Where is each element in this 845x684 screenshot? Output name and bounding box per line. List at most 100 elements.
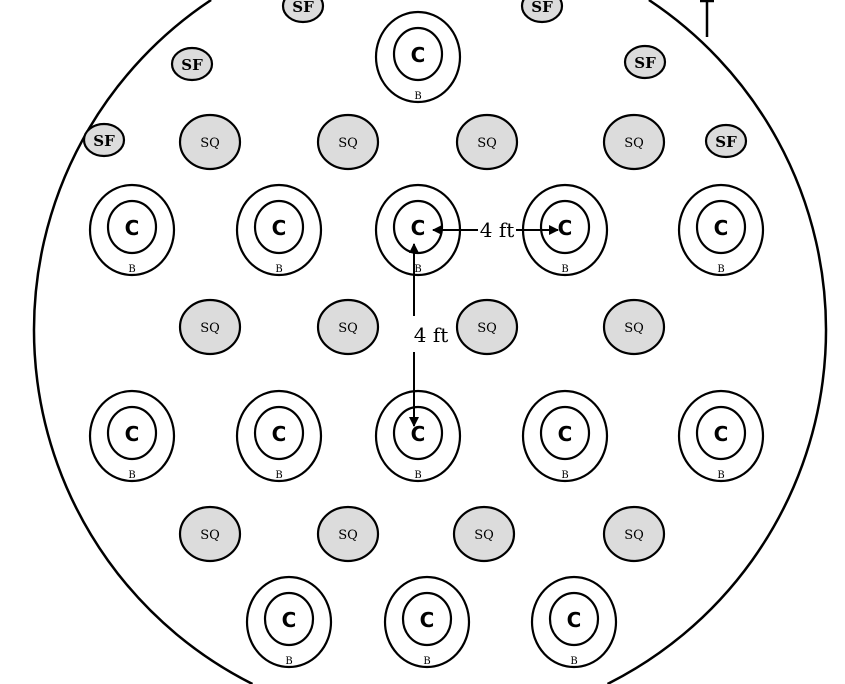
border-label: B xyxy=(561,470,568,481)
sq-plant-circle xyxy=(178,113,242,171)
sf-plant-circle xyxy=(623,44,667,80)
sq-plant: SQ xyxy=(602,505,666,563)
border-label: B xyxy=(561,264,568,275)
border-label: B xyxy=(275,470,282,481)
border-label: B xyxy=(128,470,135,481)
c-plant-label: C xyxy=(411,43,426,67)
c-plant-circle xyxy=(253,199,305,255)
c-plant-label: C xyxy=(125,422,140,446)
sf-plant-label: SF xyxy=(292,0,314,16)
sq-plant: SQ xyxy=(316,505,380,563)
sq-plant-circle xyxy=(178,505,242,563)
border-label: B xyxy=(570,656,577,667)
c-plant-circle xyxy=(539,199,591,255)
sq-plant-label: SQ xyxy=(474,528,494,543)
sq-plant: SQ xyxy=(602,113,666,171)
c-plant-with-border: CB xyxy=(235,183,323,277)
bed-boundary-circle xyxy=(32,0,828,684)
sq-plant: SQ xyxy=(455,113,519,171)
c-plant-label: C xyxy=(567,608,582,632)
sf-plant-label: SF xyxy=(634,54,656,72)
c-plant-circle xyxy=(392,405,444,461)
c-plant-with-border: CB xyxy=(374,389,462,483)
sq-plant-circle xyxy=(452,505,516,563)
c-plant-circle xyxy=(392,199,444,255)
sq-plant-label: SQ xyxy=(624,528,644,543)
c-plant-with-border: CB xyxy=(88,183,176,277)
sf-plant-label: SF xyxy=(181,56,203,74)
c-plant-label: C xyxy=(558,216,573,240)
border-label: B xyxy=(717,470,724,481)
c-plant-label: C xyxy=(558,422,573,446)
bed-boundary-right-arc xyxy=(606,0,828,684)
sq-plant-circle xyxy=(602,298,666,356)
border-label: B xyxy=(414,91,421,102)
sf-plant: SF xyxy=(170,46,214,82)
c-plant-circle xyxy=(695,199,747,255)
sq-plant-label: SQ xyxy=(477,136,497,151)
sq-plant-circle xyxy=(602,505,666,563)
sq-plant: SQ xyxy=(455,298,519,356)
sq-plant-label: SQ xyxy=(624,136,644,151)
border-label: B xyxy=(414,470,421,481)
c-plant-with-border: CB xyxy=(530,575,618,669)
c-plant-circle xyxy=(392,26,444,82)
sq-plant-circle xyxy=(178,298,242,356)
c-plant-with-border: CB xyxy=(383,575,471,669)
sq-plant-circle xyxy=(455,113,519,171)
c-plant-label: C xyxy=(714,422,729,446)
sf-plant-label: SF xyxy=(93,132,115,150)
c-plant-circle xyxy=(263,591,315,647)
sq-plant: SQ xyxy=(452,505,516,563)
sq-plant-label: SQ xyxy=(200,321,220,336)
c-plant-with-border: CB xyxy=(88,389,176,483)
sq-plant: SQ xyxy=(602,298,666,356)
border-label: B xyxy=(423,656,430,667)
c-plant-label: C xyxy=(125,216,140,240)
sq-plant-label: SQ xyxy=(477,321,497,336)
c-plant-with-border: CB xyxy=(374,183,462,277)
sf-plant-label: SF xyxy=(715,133,737,151)
c-plant-label: C xyxy=(411,422,426,446)
c-plant-label: C xyxy=(411,216,426,240)
sf-plant: SF xyxy=(281,0,325,24)
c-plant-label: C xyxy=(282,608,297,632)
sq-plant-circle xyxy=(602,113,666,171)
sq-plant-label: SQ xyxy=(200,136,220,151)
c-plant-label: C xyxy=(714,216,729,240)
c-plant-with-border: CB xyxy=(245,575,333,669)
border-label: B xyxy=(717,264,724,275)
sf-plant: SF xyxy=(520,0,564,24)
sq-plant-circle xyxy=(316,505,380,563)
c-plant-circle xyxy=(401,591,453,647)
c-plant-label: C xyxy=(272,216,287,240)
c-plant-label: C xyxy=(272,422,287,446)
sq-plant: SQ xyxy=(178,113,242,171)
border-label: B xyxy=(285,656,292,667)
sq-plant-circle xyxy=(455,298,519,356)
sq-plant-label: SQ xyxy=(200,528,220,543)
vertical-dimension-label: 4 ft xyxy=(414,323,449,347)
c-plant-circle xyxy=(106,199,158,255)
spacing-dimensions: 4 ft 4 ft xyxy=(409,218,559,427)
sf-plant-circle xyxy=(520,0,564,24)
c-plant-with-border: CB xyxy=(521,183,609,277)
border-label: B xyxy=(414,264,421,275)
c-plant-with-border: CB xyxy=(677,389,765,483)
sf-plant-circle xyxy=(82,122,126,158)
border-label: B xyxy=(128,264,135,275)
c-plant-with-border: CB xyxy=(235,389,323,483)
horizontal-dimension-label: 4 ft xyxy=(480,218,515,242)
border-label: B xyxy=(275,264,282,275)
sq-plant: SQ xyxy=(178,505,242,563)
sf-plant-label: SF xyxy=(531,0,553,16)
sf-plant: SF xyxy=(82,122,126,158)
sf-plant: SF xyxy=(704,123,748,159)
c-plant-with-border: CB xyxy=(374,10,462,104)
c-plant-circle xyxy=(253,405,305,461)
sf-plant-circle xyxy=(704,123,748,159)
c-plant-label: C xyxy=(420,608,435,632)
bed-boundary-left-arc xyxy=(32,0,254,684)
c-plant-circle xyxy=(106,405,158,461)
